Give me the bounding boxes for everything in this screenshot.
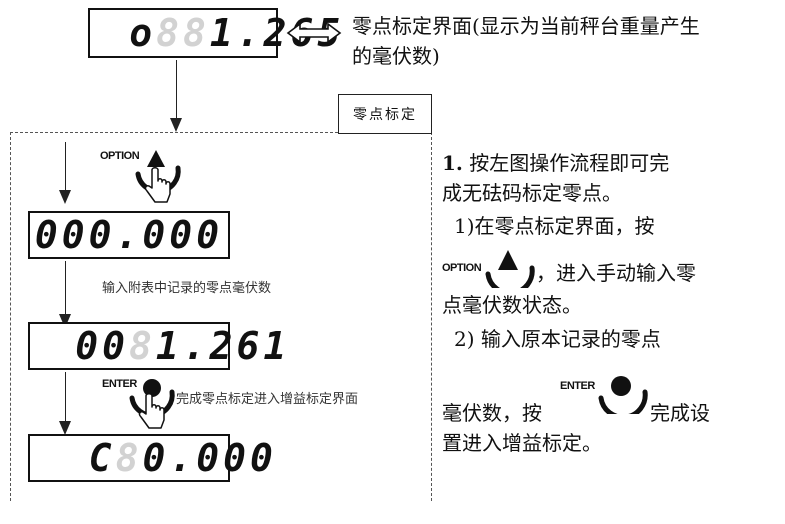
- option-up-button-icon: [485, 250, 535, 288]
- flow-arrow-head: [170, 118, 182, 132]
- instruction-step2-line2: 毫伏数，按: [442, 401, 542, 425]
- display-value: 000.000: [34, 213, 224, 257]
- instruction-step1-line2: ，进入手动输入零: [536, 261, 696, 285]
- section-frame-right: [431, 132, 432, 501]
- display-value: 1.261: [155, 324, 291, 368]
- option-up-button-icon[interactable]: [134, 136, 184, 208]
- enter-button-icon[interactable]: [128, 366, 178, 436]
- input-hint-note: 输入附表中记录的零点毫伏数: [102, 281, 272, 296]
- instruction-item1-number: 1.: [442, 151, 463, 175]
- top-caption: 零点标定界面(显示为当前秤台重量产生 的毫伏数): [352, 11, 700, 71]
- flow-arrow-line: [65, 142, 66, 192]
- instruction-item1-text: 按左图操作流程即可完: [469, 151, 670, 175]
- enter-button-icon: [598, 376, 648, 414]
- display-prefix: C: [88, 436, 116, 480]
- instruction-step1-line1: 1)在零点标定界面，按: [454, 214, 655, 238]
- display-ghost-digits: 8: [129, 324, 156, 368]
- instruction-step1-line3: 点毫伏数状态。: [442, 293, 582, 317]
- section-frame-left: [10, 132, 11, 501]
- option-button-label: OPTION: [100, 150, 140, 162]
- flow-arrow-line: [65, 372, 66, 424]
- top-caption-line2: 的毫伏数): [352, 44, 440, 68]
- enter-hint-note: 完成零点标定进入增益标定界面: [176, 392, 359, 407]
- pointing-hand-icon: [138, 393, 165, 429]
- entered-value-display: 0081.261: [28, 322, 286, 370]
- flow-arrow-line: [176, 60, 177, 122]
- section-tag: 零点标定: [338, 94, 432, 134]
- instruction-step2-line3: 置进入增益标定。: [442, 431, 602, 455]
- zero-calibration-display: o881.265: [88, 8, 340, 58]
- display-prefix: o: [129, 11, 157, 55]
- flow-arrow-line: [65, 261, 66, 317]
- display-ghost-digits: 88: [156, 11, 210, 55]
- instruction-item1-line1: 1. 按左图操作流程即可完: [442, 148, 669, 178]
- top-caption-line1: 零点标定界面(显示为当前秤台重量产生: [352, 14, 700, 38]
- enter-button-label: ENTER: [102, 378, 137, 390]
- display-main-digits: 00: [75, 324, 129, 368]
- pointing-hand-icon: [144, 167, 171, 203]
- display-value: 0.000: [142, 436, 277, 480]
- instruction-step2-line1: 2) 输入原本记录的零点: [454, 327, 661, 351]
- instruction-step2-line2b: 完成设: [650, 401, 710, 425]
- flow-arrow-head: [59, 421, 71, 435]
- option-button-label: OPTION: [442, 262, 482, 274]
- flow-arrow-head: [59, 190, 71, 204]
- instruction-item1-line2: 成无砝码标定零点。: [442, 181, 622, 205]
- double-arrow-icon: [286, 22, 342, 44]
- gain-calibration-display: C80.000: [28, 434, 273, 482]
- section-frame-top-left: [10, 132, 338, 133]
- display-ghost-digits: 8: [115, 436, 143, 480]
- enter-button-label: ENTER: [560, 380, 595, 392]
- input-display: 000.000: [28, 211, 230, 259]
